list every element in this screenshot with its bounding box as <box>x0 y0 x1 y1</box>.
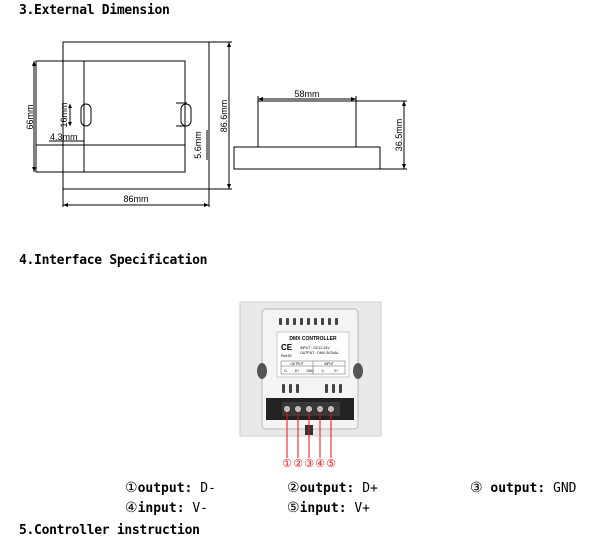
pin-description-5: ⑤input: V+ <box>287 500 371 516</box>
front-inner-box <box>35 60 186 173</box>
pin-description-4: ④input: V- <box>125 500 209 516</box>
side-view-body <box>257 100 357 148</box>
pin-description-2: ②output: D+ <box>287 480 378 496</box>
dim-5-6-label: 5.6mm <box>193 131 203 159</box>
section-heading-interface-specification: 4.Interface Specification <box>19 253 208 268</box>
dim-58-label: 58mm <box>294 89 319 99</box>
section-heading-controller-instruction: 5.Controller instruction <box>19 523 200 538</box>
dim-86-label: 86mm <box>123 194 148 204</box>
dim-36-5-label: 36.5mm <box>394 119 404 152</box>
dim-86-6-label: 86.6mm <box>219 100 229 133</box>
dim-16-label: 16mm <box>59 102 69 127</box>
section-heading-external-dimension: 3.External Dimension <box>19 3 170 18</box>
dim-66-label: 66mm <box>25 104 35 129</box>
front-plate-outline <box>62 41 210 190</box>
side-view-plate <box>233 146 381 170</box>
pin-description-3: ③ output: GND <box>470 480 577 496</box>
pin-description-1: ①output: D- <box>125 480 216 496</box>
dim-4-3-label: 4.3mm <box>50 132 78 142</box>
